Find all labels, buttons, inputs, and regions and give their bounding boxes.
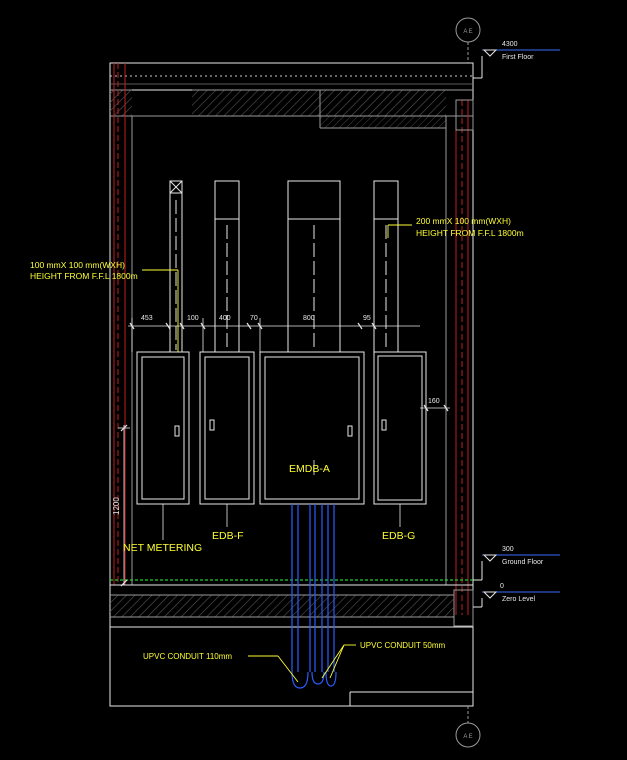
side-walls bbox=[113, 63, 469, 615]
dim-70: 70 bbox=[250, 315, 258, 322]
note-left-line1: 100 mmX 100 mm(WXH) bbox=[30, 260, 125, 270]
level-zero-value: 0 bbox=[500, 583, 504, 590]
dim-right bbox=[420, 404, 450, 412]
level-ground-floor-value: 300 bbox=[502, 546, 514, 553]
label-edb-f: EDB-F bbox=[212, 530, 244, 542]
svg-text:A E: A E bbox=[463, 734, 472, 740]
level-zero-name: Zero Level bbox=[502, 596, 536, 603]
level-first-floor-name: First Floor bbox=[502, 54, 534, 61]
dim-453: 453 bbox=[141, 315, 153, 322]
dim-800: 800 bbox=[303, 315, 315, 322]
dim-100: 100 bbox=[187, 315, 199, 322]
dim-height bbox=[118, 424, 130, 587]
dim-95: 95 bbox=[363, 315, 371, 322]
note-right-line1: 200 mmX 100 mm(WXH) bbox=[416, 216, 511, 226]
level-ground-floor-name: Ground Floor bbox=[502, 559, 544, 566]
svg-text:A E: A E bbox=[463, 29, 472, 35]
level-first-floor-value: 4300 bbox=[502, 41, 518, 48]
dim-1200: 1200 bbox=[112, 497, 121, 515]
panel-net-metering bbox=[136, 351, 190, 505]
note-left-line2: HEIGHT FROM F.F.L 1800m bbox=[30, 271, 138, 281]
level-marker-ground-floor: 300 Ground Floor bbox=[473, 546, 560, 581]
trunking-edb-f bbox=[214, 180, 240, 352]
dimension-row bbox=[128, 318, 420, 352]
grid-bubble-top: A E bbox=[455, 17, 481, 63]
level-marker-zero: 0 Zero Level bbox=[473, 583, 560, 608]
dim-400: 400 bbox=[219, 315, 231, 322]
panel-emdb-a bbox=[259, 351, 365, 505]
blue-conduits bbox=[291, 504, 337, 689]
trunking-emdb-a bbox=[287, 180, 341, 352]
panel-edb-g bbox=[373, 351, 427, 505]
label-edb-g: EDB-G bbox=[382, 530, 415, 542]
label-net-metering: NET METERING bbox=[123, 542, 202, 554]
label-emdb-a: EMDB-A bbox=[289, 463, 330, 475]
trunking-edb-g bbox=[373, 180, 399, 352]
panel-edb-f bbox=[199, 351, 255, 505]
top-slab bbox=[110, 75, 473, 129]
level-marker-first-floor: 4300 First Floor bbox=[473, 41, 560, 79]
note-right-line2: HEIGHT FROM F.F.L 1800m bbox=[416, 228, 524, 238]
label-conduit-110: UPVC CONDUIT 110mm bbox=[143, 652, 232, 661]
label-conduit-50: UPVC CONDUIT 50mm bbox=[360, 641, 446, 650]
yellow-leaders bbox=[142, 224, 412, 683]
grid-bubble-bottom: A E bbox=[455, 706, 481, 748]
dim-160: 160 bbox=[428, 398, 440, 405]
